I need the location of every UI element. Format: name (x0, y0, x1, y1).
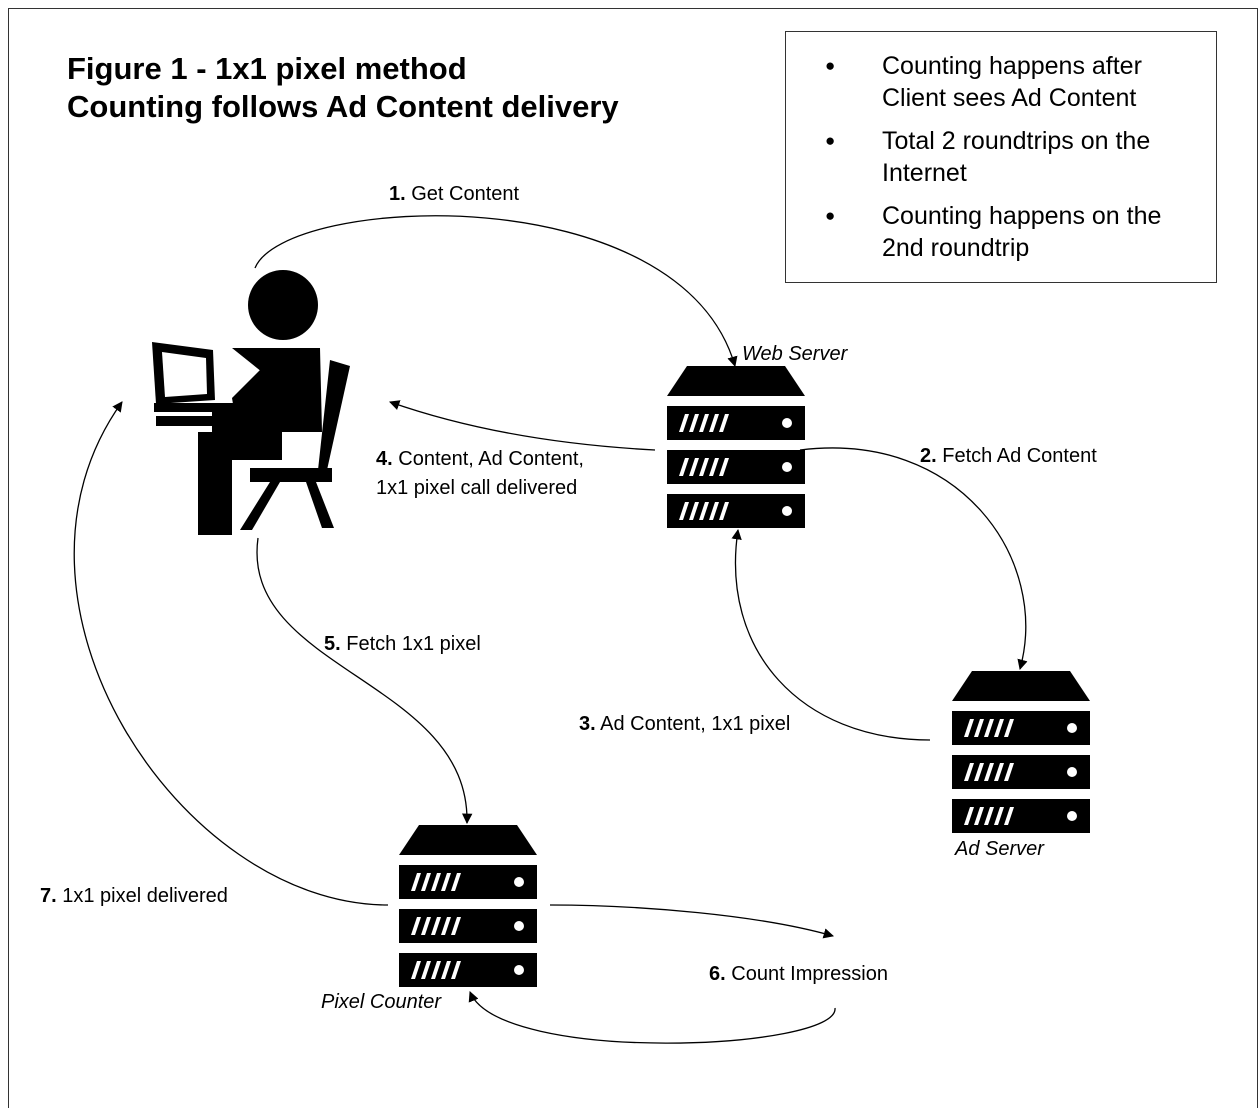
arrow-to-count (549, 904, 834, 939)
step-7-label: 7. 1x1 pixel delivered (40, 882, 228, 911)
step-text-line-2: 1x1 pixel call delivered (376, 477, 578, 499)
step-6-label: 6. Count Impression (709, 960, 888, 989)
arrow-content-delivered (389, 400, 656, 451)
step-text: Fetch Ad Content (942, 445, 1097, 467)
step-number: 6. (709, 963, 726, 985)
step-number: 1. (389, 183, 406, 205)
title-line-2: Counting follows Ad Content delivery (67, 89, 619, 124)
step-text: 1x1 pixel delivered (62, 885, 228, 907)
step-4-label: 4. Content, Ad Content, 1x1 pixel call d… (376, 445, 584, 503)
note-item: Counting happens on the 2nd roundtrip (825, 200, 1202, 264)
figure-title: Figure 1 - 1x1 pixel method Counting fol… (67, 50, 619, 126)
web-server-icon (667, 366, 805, 528)
note-item: Total 2 roundtrips on the Internet (825, 125, 1202, 189)
step-number: 7. (40, 885, 57, 907)
step-text: Ad Content, 1x1 pixel (600, 713, 791, 735)
step-text: Content, Ad Content, (398, 448, 584, 470)
step-number: 5. (324, 633, 341, 655)
arrow-get-content (254, 215, 738, 367)
pixel-counter-icon (399, 825, 537, 987)
note-item: Counting happens after Client sees Ad Co… (825, 50, 1202, 114)
arrow-fetch-pixel (256, 537, 473, 825)
arrow-count-return (468, 991, 836, 1044)
step-3-label: 3. Ad Content, 1x1 pixel (579, 710, 790, 739)
step-5-label: 5. Fetch 1x1 pixel (324, 630, 481, 659)
arrow-fetch-ad-content (799, 447, 1028, 671)
ad-server-icon (952, 671, 1090, 833)
title-line-1: Figure 1 - 1x1 pixel method (67, 51, 467, 86)
web-server-label: Web Server (742, 343, 848, 365)
step-2-label: 2. Fetch Ad Content (920, 442, 1097, 471)
step-text: Count Impression (731, 963, 888, 985)
step-text: Get Content (411, 183, 520, 205)
step-number: 2. (920, 445, 937, 467)
arrow-pixel-delivered (73, 401, 389, 906)
ad-server-label: Ad Server (955, 838, 1044, 860)
step-text: Fetch 1x1 pixel (346, 633, 481, 655)
step-1-label: 1. Get Content (389, 180, 519, 209)
pixel-counter-label: Pixel Counter (321, 991, 442, 1013)
notes-box: Counting happens after Client sees Ad Co… (785, 31, 1217, 283)
step-number: 4. (376, 448, 393, 470)
step-number: 3. (579, 713, 596, 735)
arrow-ad-content-return (731, 528, 931, 741)
figure-frame (8, 8, 1258, 1108)
person-at-computer-icon (152, 270, 350, 535)
